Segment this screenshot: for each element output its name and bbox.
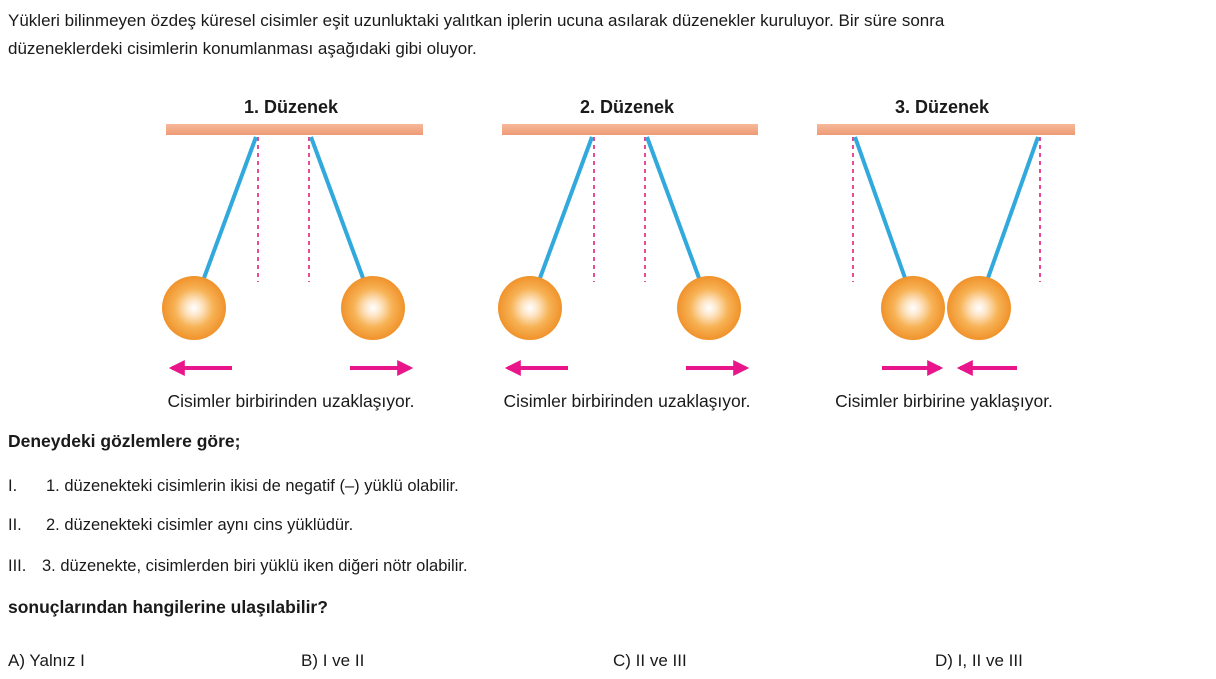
string — [853, 136, 907, 279]
setup-1-caption: Cisimler birbirinden uzaklaşıyor. — [167, 391, 414, 411]
string — [645, 136, 701, 279]
setup-2-caption: Cisimler birbirinden uzaklaşıyor. — [503, 391, 750, 411]
string — [538, 136, 594, 279]
statement-number: III. — [8, 557, 27, 575]
string — [202, 136, 258, 279]
statement-text: 1. düzenekteki cisimlerin ikisi de negat… — [46, 477, 459, 495]
charged-sphere — [162, 276, 226, 340]
statement-1: I. 1. düzenekteki cisimlerin ikisi de neg… — [8, 477, 459, 496]
statement-number: II. — [8, 516, 22, 534]
setup-3-title: 3. Düzenek — [895, 97, 990, 117]
question-prompt: sonuçlarından hangilerine ulaşılabilir? — [8, 597, 328, 617]
string — [986, 136, 1040, 279]
ceiling-bar — [502, 124, 758, 135]
intro-line-1: Yükleri bilinmeyen özdeş küresel cisimle… — [8, 11, 945, 30]
ceiling-bar — [166, 124, 423, 135]
statement-2: II. 2. düzenekteki cisimler aynı cins yük… — [8, 516, 353, 535]
charged-sphere — [947, 276, 1011, 340]
option-b[interactable]: B) I ve II — [301, 651, 365, 670]
statement-3: III. 3. düzenekte, cisimlerden biri yüklü… — [8, 557, 468, 576]
setup-1: 1. Düzenek Cisimler birbirinden uzaklaşı… — [162, 97, 423, 411]
pendulum-diagram: 1. Düzenek Cisimler birbirinden uzaklaşı… — [162, 97, 1075, 411]
intro-line-2: düzeneklerdeki cisimlerin konumlanması a… — [8, 39, 477, 58]
statement-number: I. — [8, 477, 18, 495]
setup-2: 2. Düzenek Cisimler birbirinden uzaklaşı… — [498, 97, 758, 411]
option-d[interactable]: D) I, II ve III — [935, 651, 1023, 670]
charged-sphere — [881, 276, 945, 340]
setup-2-title: 2. Düzenek — [580, 97, 675, 117]
ceiling-bar — [817, 124, 1075, 135]
option-c[interactable]: C) II ve III — [613, 651, 687, 670]
statement-text: 3. düzenekte, cisimlerden biri yüklü ike… — [42, 557, 468, 575]
charged-sphere — [677, 276, 741, 340]
string — [309, 136, 365, 279]
statement-text: 2. düzenekteki cisimler aynı cins yüklüd… — [46, 516, 354, 534]
setup-3: 3. Düzenek Cisimler birbirine yaklaşıyor… — [817, 97, 1075, 411]
setup-3-caption: Cisimler birbirine yaklaşıyor. — [835, 391, 1053, 411]
charged-sphere — [341, 276, 405, 340]
setup-1-title: 1. Düzenek — [244, 97, 339, 117]
option-a[interactable]: A) Yalnız I — [8, 651, 85, 670]
charged-sphere — [498, 276, 562, 340]
observation-heading: Deneydeki gözlemlere göre; — [8, 431, 241, 451]
